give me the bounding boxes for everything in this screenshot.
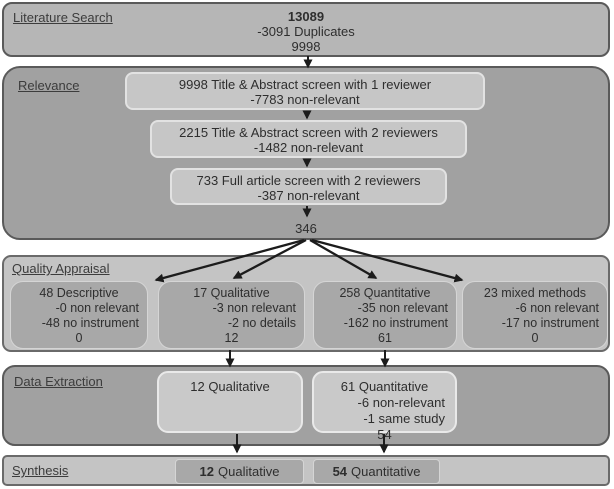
appraisal-box-descriptive: 48 Descriptive -0 non relevant -48 no in… [10,281,148,349]
extraction-box-quantitative: 61 Quantitative -6 non-relevant -1 same … [312,371,457,442]
box-title: 17 Qualitative [193,286,270,300]
box-deduction: -0 non relevant [55,301,139,315]
section-label-quality-appraisal: Quality Appraisal [12,261,110,276]
appraisal-box-mixed-methods: 23 mixed methods -6 non relevant -17 no … [462,281,608,349]
box-deduction: -48 no instrument [41,316,139,330]
box-deduction: -1 same study [363,411,445,426]
step-description: 733 Full article screen with 2 reviewers [196,173,421,188]
box-title: 258 Quantitative [339,286,431,300]
section-data-extraction: Data Extraction 12 Qualitative 61 Quanti… [2,365,610,446]
section-label-relevance: Relevance [18,78,80,93]
box-result: 54 [377,427,392,442]
records-after-duplicates: 9998 [291,39,321,54]
step-excluded: -1482 non-relevant [253,140,364,155]
synthesis-type: Quantitative [351,464,421,479]
relevance-result-count: 346 [295,221,317,236]
box-deduction: -3 non relevant [212,301,296,315]
section-quality-appraisal: Quality Appraisal 48 Descriptive -0 non … [2,255,610,352]
box-result: 61 [378,331,392,345]
box-title: 23 mixed methods [483,286,587,300]
box-result: 12 [224,331,239,345]
box-deduction: -35 non relevant [357,301,448,315]
section-label-data-extraction: Data Extraction [14,374,103,389]
duplicates-removed: -3091 Duplicates [257,24,355,39]
step-description: 2215 Title & Abstract screen with 2 revi… [179,125,438,140]
box-result: 0 [531,331,539,345]
section-label-literature-search: Literature Search [13,10,113,25]
box-deduction: -17 no instrument [501,316,599,330]
synthesis-count: 12 [199,464,215,479]
screen-step-2: 2215 Title & Abstract screen with 2 revi… [150,120,467,158]
appraisal-box-qualitative: 17 Qualitative -3 non relevant -2 no det… [158,281,305,349]
box-deduction: -6 non-relevant [357,395,445,410]
section-label-synthesis: Synthesis [12,463,69,478]
box-title: 12 Qualitative [190,379,270,394]
screen-step-3: 733 Full article screen with 2 reviewers… [170,168,447,205]
synthesis-type: Qualitative [218,464,280,479]
literature-search-summary: 13089 -3091 Duplicates 9998 [4,9,608,54]
step-excluded: -387 non-relevant [257,188,360,203]
step-description: 9998 Title & Abstract screen with 1 revi… [178,77,432,92]
box-deduction: -162 no instrument [343,316,448,330]
box-title: 48 Descriptive [39,286,119,300]
box-title: 61 Quantitative [340,379,429,394]
total-records: 13089 [287,9,325,24]
box-deduction: -6 non relevant [515,301,599,315]
box-result: 0 [75,331,83,345]
section-literature-search: Literature Search 13089 -3091 Duplicates… [2,2,610,57]
section-relevance: Relevance 9998 Title & Abstract screen w… [2,66,610,240]
appraisal-box-quantitative: 258 Quantitative -35 non relevant -162 n… [313,281,457,349]
box-deduction: -2 no details [227,316,296,330]
screen-step-1: 9998 Title & Abstract screen with 1 revi… [125,72,485,110]
step-excluded: -7783 non-relevant [250,92,360,107]
extraction-box-qualitative: 12 Qualitative [157,371,303,433]
synthesis-count: 54 [332,464,348,479]
